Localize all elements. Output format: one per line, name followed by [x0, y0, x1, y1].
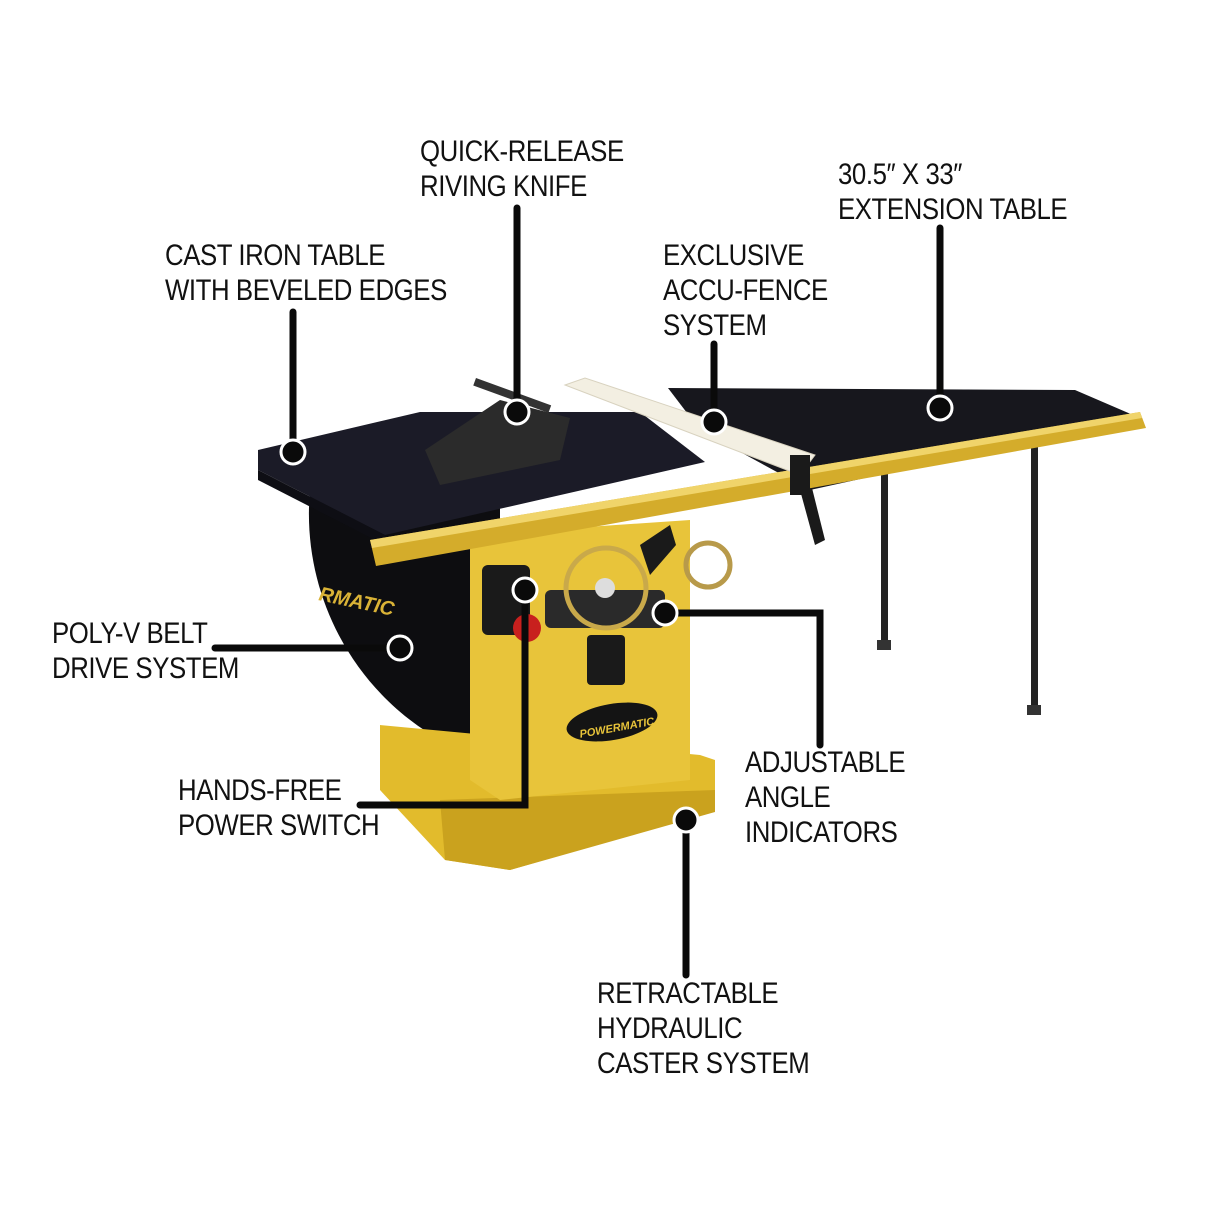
callout-text: DRIVE SYSTEM: [52, 652, 239, 685]
callout-dot: [511, 576, 539, 604]
callout-text: INDICATORS: [745, 816, 898, 849]
callout-text: HANDS-FREE: [178, 774, 342, 807]
callout-text: ADJUSTABLE: [745, 746, 906, 779]
callout-fence: EXCLUSIVE ACCU-FENCE SYSTEM: [663, 238, 828, 343]
callout-dot: [386, 634, 414, 662]
callout-text: ACCU-FENCE: [663, 274, 828, 307]
callout-line-switch: [356, 586, 529, 809]
callout-line-angle: [661, 609, 824, 749]
callout-text: CASTER SYSTEM: [597, 1047, 810, 1080]
callout-lines: [211, 204, 944, 979]
callout-text: 30.5″ X 33″: [838, 158, 963, 191]
callout-angle-indicators: ADJUSTABLE ANGLE INDICATORS: [745, 745, 906, 850]
powermatic-logo-badge: [566, 702, 658, 742]
callout-dot: [700, 408, 728, 436]
callout-dot: [279, 438, 307, 466]
callout-power-switch: HANDS-FREE POWER SWITCH: [178, 773, 380, 843]
callout-text: ANGLE: [745, 781, 831, 814]
belt-cover: [308, 490, 500, 745]
callout-riving-knife: QUICK-RELEASE RIVING KNIFE: [420, 134, 624, 204]
handwheel-hub: [595, 578, 615, 598]
angle-slot: [640, 525, 676, 575]
callout-dot: [503, 398, 531, 426]
callout-dot: [926, 394, 954, 422]
accu-fence: [563, 377, 816, 476]
callout-dot: [651, 599, 679, 627]
callout-cast-iron-table: CAST IRON TABLE WITH BEVELED EDGES: [165, 238, 447, 308]
cabinet-base-shadow: [440, 790, 715, 870]
callout-dot: [672, 806, 700, 834]
extension-leg: [1031, 430, 1038, 710]
callout-text: POWER SWITCH: [178, 809, 380, 842]
callout-extension-table: 30.5″ X 33″ EXTENSION TABLE: [838, 157, 1068, 227]
riving-knife: [473, 378, 552, 413]
callout-text: SYSTEM: [663, 309, 767, 342]
callout-text: EXTENSION TABLE: [838, 193, 1068, 226]
table-front-edge: [258, 470, 385, 545]
callout-text: HYDRAULIC: [597, 1012, 743, 1045]
callout-text: CAST IRON TABLE: [165, 239, 386, 272]
callout-text: RETRACTABLE: [597, 977, 779, 1010]
extension-leg: [1027, 705, 1041, 715]
blade-guard: [425, 400, 570, 485]
extension-leg: [881, 440, 888, 645]
callout-text: POLY-V BELT: [52, 617, 208, 650]
tilt-handwheel: [683, 540, 733, 590]
fence-lever: [800, 488, 825, 545]
digital-readout: [587, 635, 625, 685]
front-rail-highlight: [370, 412, 1142, 548]
blade-height-handwheel: [563, 545, 649, 631]
front-rail: [370, 412, 1146, 566]
callout-text: EXCLUSIVE: [663, 239, 804, 272]
callout-text: WITH BEVELED EDGES: [165, 274, 447, 307]
callout-dots: [279, 394, 954, 834]
callout-belt-drive: POLY-V BELT DRIVE SYSTEM: [52, 616, 239, 686]
callout-text: QUICK-RELEASE: [420, 135, 624, 168]
fence-lock-handle: [790, 455, 810, 495]
callout-text: RIVING KNIFE: [420, 170, 587, 203]
extension-leg: [877, 640, 891, 650]
callout-caster-system: RETRACTABLE HYDRAULIC CASTER SYSTEM: [597, 976, 810, 1081]
